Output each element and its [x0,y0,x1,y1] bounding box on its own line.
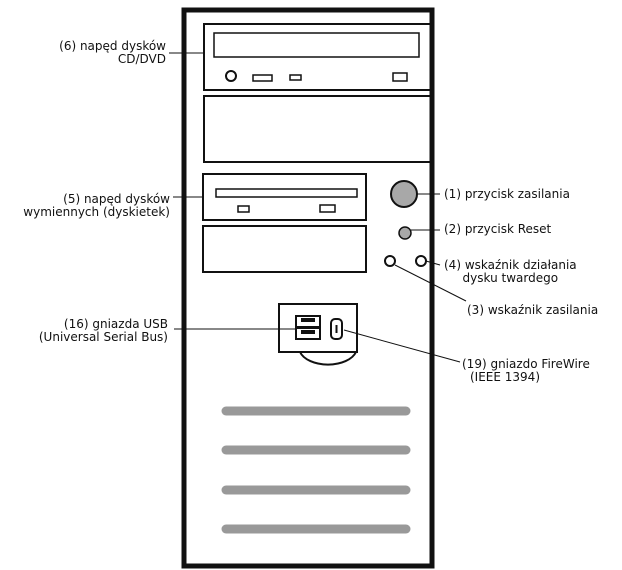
label-floppy-line1: (5) napęd dysków [63,192,170,206]
front-port-panel [278,303,358,366]
power-button-icon [390,180,418,208]
leader-lines [169,52,467,363]
label-cd-dvd-line2: CD/DVD [117,52,166,66]
label-usb-ports: (16) gniazda USB (Universal Serial Bus) [39,318,168,344]
label-hdd-led-line2: dysku twardego [462,271,559,285]
leader-line-power-led [394,264,467,302]
label-cd-dvd-line1: (6) napęd dysków [59,39,166,53]
label-hdd-led-line1: (4) wskaźnik działania [444,258,577,272]
empty-drive-bay-upper [203,95,433,163]
hdd-led-icon [415,255,427,267]
label-hdd-led: (4) wskaźnik działania dysku twardego [444,259,577,285]
label-reset-button: (2) przycisk Reset [444,223,551,236]
label-cd-dvd-drive: (6) napęd dysków CD/DVD [59,40,166,66]
cd-dvd-drive [203,23,433,91]
front-vents [221,406,411,534]
label-power-button: (1) przycisk zasilania [444,188,570,201]
label-firewire-line2: (IEEE 1394) [470,370,541,384]
power-led-icon [384,255,396,267]
label-floppy-line2: wymiennych (dyskietek) [23,205,170,219]
label-power-button-line1: (1) przycisk zasilania [444,187,570,201]
label-firewire-port: (19) gniazdo FireWire (IEEE 1394) [462,358,590,384]
label-usb-line1: (16) gniazda USB [63,317,168,331]
pc-case-outline [181,7,435,569]
reset-button-icon [398,226,412,240]
floppy-drive [202,173,367,221]
leader-line-firewire [343,329,461,363]
label-power-led-line1: (3) wskaźnik zasilania [467,303,599,317]
leader-line-hdd-led [425,260,441,266]
label-firewire-line1: (19) gniazdo FireWire [462,357,590,371]
label-floppy-drive: (5) napęd dysków wymiennych (dyskietek) [23,193,170,219]
label-usb-line2: (Universal Serial Bus) [38,330,168,344]
empty-drive-bay-lower [202,225,367,273]
cd-eject-button-icon [225,70,237,82]
cd-tray [213,32,420,58]
label-reset-button-line1: (2) przycisk Reset [444,222,552,236]
label-power-led: (3) wskaźnik zasilania [467,304,598,317]
